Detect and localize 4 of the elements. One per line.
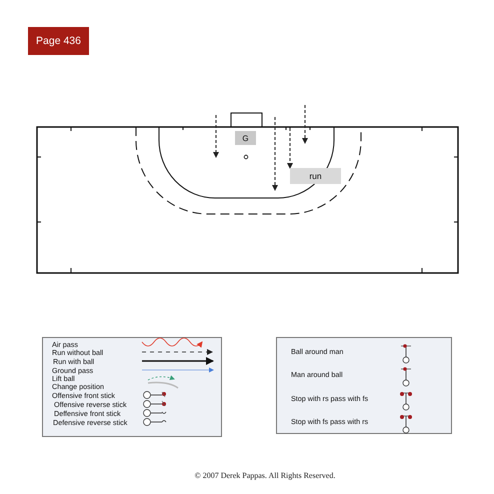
page-label: Page 436 [28,27,89,55]
copyright-caption: © 2007 Derek Pappas. All Rights Reserved. [194,471,336,480]
player-label: run [290,168,341,184]
goalkeeper-label: G [235,131,256,145]
